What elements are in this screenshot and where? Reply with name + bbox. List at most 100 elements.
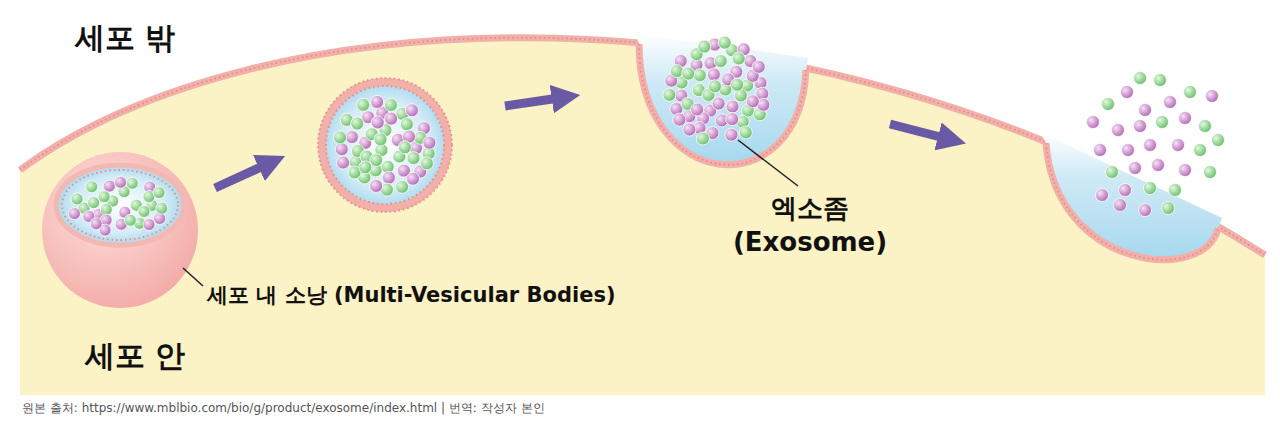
particle [100, 203, 112, 215]
particle [156, 202, 168, 214]
particle [1204, 166, 1217, 179]
particle [88, 197, 100, 209]
particle [407, 152, 420, 165]
particle [385, 112, 398, 125]
particle [405, 104, 418, 117]
particle [382, 171, 395, 184]
particle [334, 131, 347, 144]
fusion-pocket-dots [639, 44, 806, 165]
particle [370, 154, 383, 167]
particle [68, 208, 80, 220]
vesicle-dots [318, 78, 452, 212]
particle [746, 95, 759, 108]
particle [370, 179, 383, 192]
particle [1164, 96, 1177, 109]
particle [696, 132, 709, 145]
particle [396, 180, 409, 193]
particle [1199, 120, 1212, 133]
particle [90, 218, 102, 230]
particle [1179, 112, 1192, 125]
particle [1152, 159, 1165, 172]
callout-label: 엑소좀 (Exosome) [715, 192, 905, 260]
particle [143, 219, 155, 231]
particle [707, 68, 720, 81]
particle [663, 88, 676, 101]
fusion-pocket-membrane [639, 44, 806, 165]
particle [682, 67, 695, 80]
release-pocket-fill [1040, 132, 1222, 260]
particle [726, 100, 739, 113]
particle [154, 213, 166, 225]
particle [138, 205, 150, 217]
mvb-opening [56, 165, 184, 245]
particle [714, 55, 727, 68]
step-arrow [890, 124, 952, 140]
particle [1112, 124, 1125, 137]
particle [1106, 166, 1119, 179]
particle [712, 97, 725, 110]
particle [1179, 164, 1192, 177]
particle [693, 69, 706, 82]
particle [1172, 139, 1185, 152]
particle [351, 117, 364, 130]
particle [731, 78, 744, 91]
particle [153, 187, 165, 199]
particle [1169, 184, 1182, 197]
particle [1156, 116, 1169, 129]
particle [423, 136, 436, 149]
particle [337, 156, 350, 169]
mvb-sphere [42, 152, 198, 308]
particle [371, 116, 384, 129]
particle [1212, 134, 1225, 147]
particle [98, 191, 110, 203]
particle [1114, 199, 1127, 212]
particle [1122, 144, 1135, 157]
particle [1144, 139, 1157, 152]
particle [1134, 72, 1147, 85]
particle [726, 113, 739, 126]
particle [359, 161, 372, 174]
particle [670, 65, 683, 78]
particle [400, 118, 413, 131]
cell-cytoplasm [20, 38, 1265, 395]
particle [86, 181, 98, 193]
particle [1119, 184, 1132, 197]
particle [683, 123, 696, 136]
fusion-pocket-fill [636, 34, 808, 165]
particle [374, 133, 387, 146]
particle [1162, 202, 1175, 215]
particle [708, 80, 721, 93]
particle [345, 131, 358, 144]
particle [420, 157, 433, 170]
leader-line [183, 268, 203, 286]
particle [1096, 189, 1109, 202]
particle [752, 60, 765, 73]
particle [371, 95, 384, 108]
particle [357, 98, 370, 111]
particle [698, 40, 711, 53]
particle [115, 176, 127, 188]
particle [1139, 204, 1152, 217]
particle [1206, 90, 1219, 103]
particle [732, 52, 745, 65]
mvb-opening-dots [62, 170, 178, 240]
vesicle [322, 82, 448, 208]
leader-line [738, 140, 798, 186]
particle [71, 193, 83, 205]
particle [398, 141, 411, 154]
particle [739, 126, 752, 139]
particle [126, 177, 138, 189]
step-arrow [215, 162, 272, 188]
region-label: 세포 안 [85, 336, 185, 377]
particle [725, 128, 738, 141]
particle [103, 180, 115, 192]
particle [1134, 120, 1147, 133]
callout-label: 세포 내 소낭 (Multi-Vesicular Bodies) [207, 281, 616, 309]
vesicle-dots [326, 86, 444, 204]
particle [1184, 86, 1197, 99]
particle [1194, 144, 1207, 157]
particle [691, 103, 704, 116]
source-caption: 원본 출처: https://www.mblbio.com/bio/g/prod… [22, 400, 545, 417]
step-arrow [505, 97, 566, 106]
